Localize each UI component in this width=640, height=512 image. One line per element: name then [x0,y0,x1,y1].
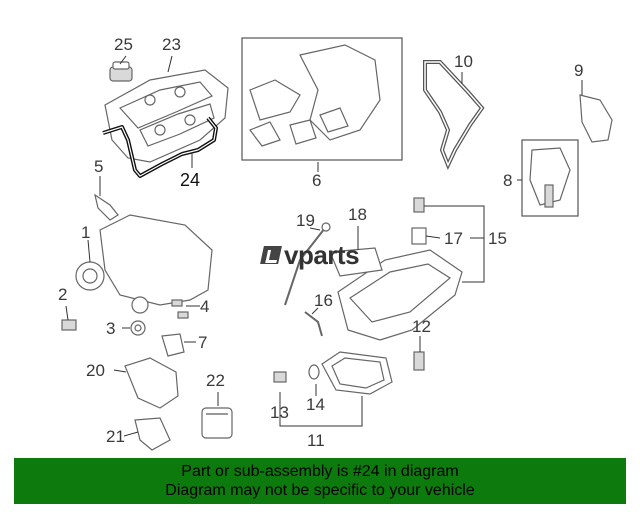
notice-line-1: Part or sub-assembly is #24 in diagram [181,463,459,480]
callout-17: 17 [444,229,463,248]
callout-1: 1 [81,223,90,242]
callout-8: 8 [503,171,512,190]
drain-washer [308,364,320,380]
sensor-part-12 [413,351,425,371]
watermark-text: vparts [284,239,360,270]
callout-9: 9 [574,61,583,80]
oil-filler-cap [109,61,133,82]
callout-23: 23 [162,35,181,54]
callout-21: 21 [106,427,125,446]
callout-19: 19 [296,211,315,230]
rocker-cover-gasket [102,116,218,178]
notice-line-2: Diagram may not be specific to your vehi… [165,482,475,499]
callout-14: 14 [306,395,325,414]
callout-6: 6 [312,171,321,190]
upper-oil-pan [337,249,463,341]
parts-diagram: 25 23 24 6 10 9 8 5 1 2 3 4 7 20 21 22 1… [58,35,613,451]
callout-3: 3 [106,319,115,338]
drain-plug [273,371,287,383]
oil-dipstick [284,222,331,306]
callout-7: 7 [198,333,207,352]
valve-cover-assembly [104,69,229,163]
dowel-pins [171,299,189,319]
front-timing-cover [99,214,213,314]
oil-level-sensor [411,227,427,245]
callout-labels: 25 23 24 6 10 9 8 5 1 2 3 4 7 20 21 22 1… [58,35,583,450]
leader-lines [65,55,583,437]
lower-oil-pan [321,351,393,395]
callout-11: 11 [307,431,325,450]
callout-22: 22 [206,371,225,390]
pan-bolt [413,197,425,213]
callout-13: 13 [270,403,289,422]
oil-pump-box [521,139,579,217]
front-seal [130,320,146,336]
vparts-logo-icon [260,246,282,264]
bracket-part-7 [161,333,185,357]
callout-25: 25 [114,35,133,54]
callout-5: 5 [94,157,103,176]
callout-18: 18 [348,205,367,224]
timing-chain [423,60,485,171]
callout-24: 24 [180,170,200,190]
bracket-part-5 [94,193,119,221]
oil-pump-housing [124,357,179,409]
pulley-bolt [61,319,77,331]
callout-16: 16 [314,291,333,310]
oil-strainer [134,417,171,451]
callout-20: 20 [86,361,105,380]
crank-pulley [75,261,105,291]
gasket-kit-box [241,37,403,161]
oil-filter [201,407,233,439]
callout-4: 4 [200,297,209,316]
callout-10: 10 [454,52,473,71]
tube-part-16 [304,311,323,337]
chain-cover-part-9 [579,94,613,143]
callout-2: 2 [58,285,67,304]
oil-baffle [329,247,383,277]
notice-banner: Part or sub-assembly is #24 in diagram D… [14,458,626,504]
callout-15: 15 [488,229,507,248]
vparts-watermark-logo: vparts [260,239,402,270]
callout-12: 12 [412,317,431,336]
